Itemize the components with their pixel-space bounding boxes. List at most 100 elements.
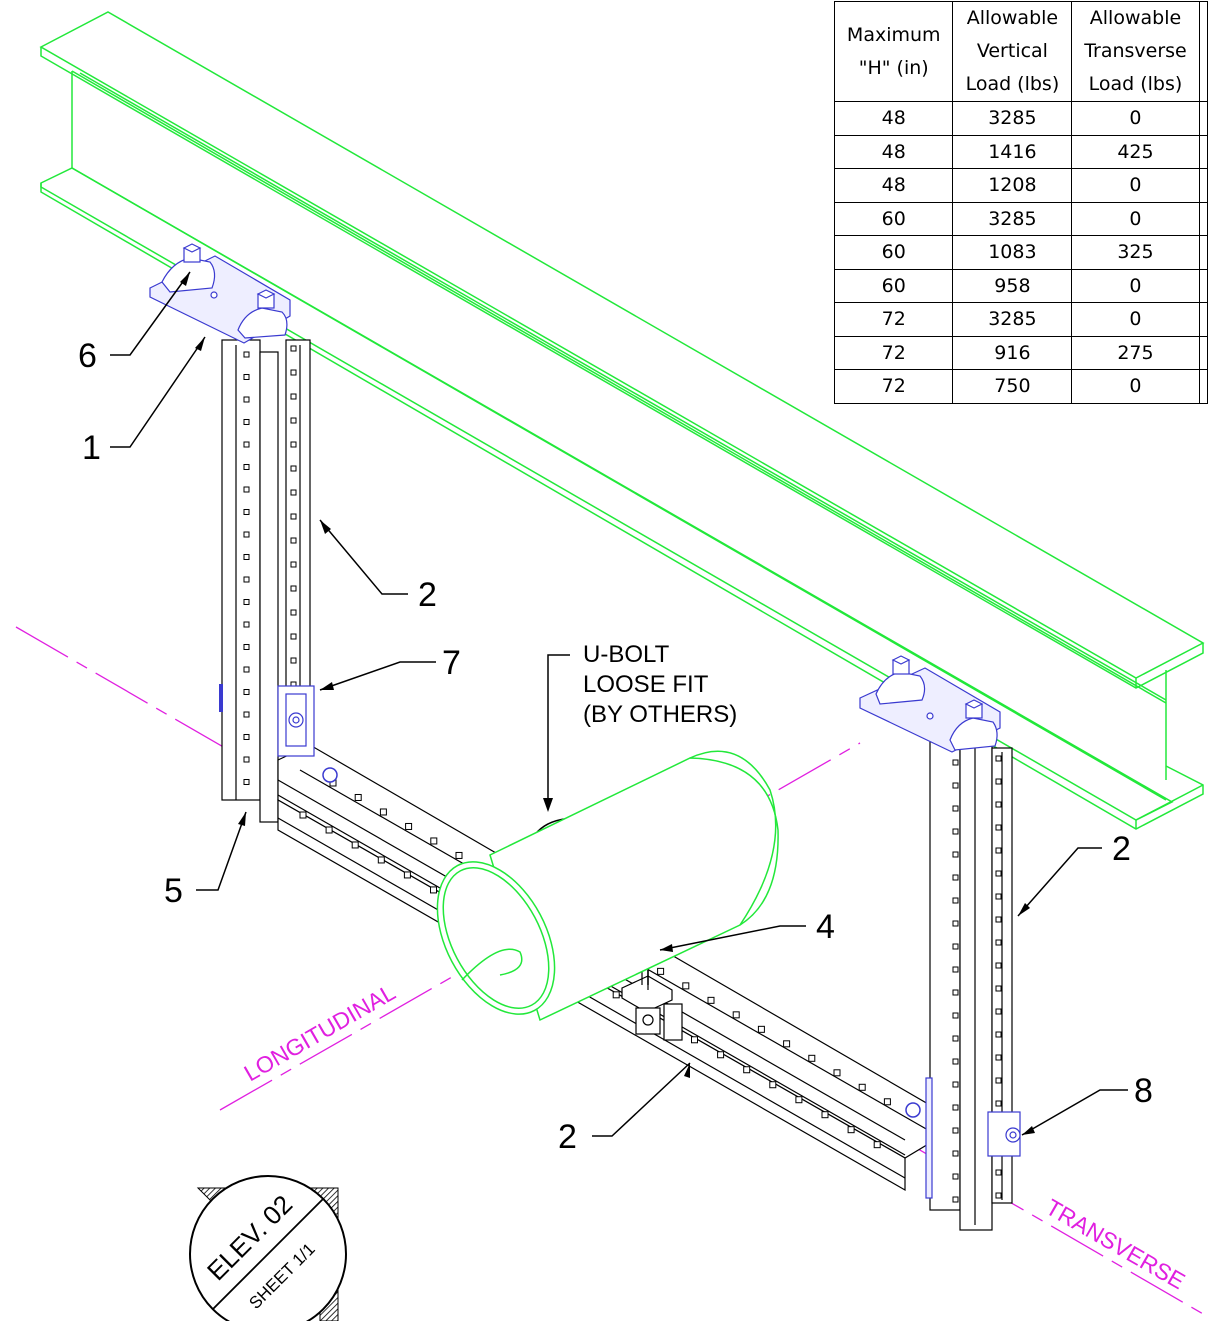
- callout-1: 1: [82, 429, 101, 467]
- strut-slot: [243, 756, 250, 763]
- strut-slot: [290, 489, 297, 496]
- header-vertical-load: Allowable Vertical Load (lbs): [952, 1, 1073, 102]
- table-cell: 48: [833, 168, 954, 203]
- callout-7: 7: [442, 644, 461, 682]
- table-cell: 1416: [952, 134, 1073, 169]
- table-cell: 60: [833, 235, 954, 270]
- table-cell: 0: [1071, 168, 1200, 203]
- strut-slot: [243, 509, 250, 515]
- right-corner-fitting: [925, 1077, 1021, 1199]
- table-cell-extra: [1198, 335, 1208, 370]
- strut-slot: [405, 822, 413, 830]
- header-transverse-load: Allowable Transverse Load (lbs): [1071, 1, 1200, 102]
- right-beam-clamp-2: [949, 699, 998, 751]
- callout-2-bottom: 2: [558, 1118, 577, 1156]
- strut-slot: [290, 609, 297, 616]
- strut-slot: [952, 966, 959, 973]
- table-cell: 48: [833, 134, 954, 169]
- left-strut-side-bracket: [219, 684, 223, 712]
- table-cell-extra: [1198, 268, 1208, 303]
- load-table: Maximum "H" (in) Allowable Vertical Load…: [833, 1, 1208, 404]
- header-max-h: Maximum "H" (in): [833, 1, 954, 102]
- strut-slot: [682, 982, 690, 990]
- table-cell: 3285: [952, 101, 1073, 136]
- strut-slot: [430, 837, 438, 845]
- strut-slot: [290, 657, 297, 664]
- elevation-marker: ELEV. 02 SHEET 1/1: [189, 1175, 347, 1321]
- strut-slot: [243, 531, 250, 538]
- strut-slot: [243, 374, 250, 380]
- strut-slot: [952, 989, 959, 996]
- strut-slot: [952, 805, 959, 812]
- right-beam-clamp-1: [875, 655, 926, 705]
- u-bolt-note-line-3: (BY OTHERS): [583, 701, 737, 728]
- strut-slot: [351, 841, 359, 849]
- table-cell-extra: [1198, 101, 1208, 136]
- strut-slot: [243, 486, 250, 493]
- strut-slot: [952, 1012, 959, 1019]
- load-table-header-row: Maximum "H" (in) Allowable Vertical Load…: [833, 1, 1208, 102]
- table-cell: 0: [1071, 101, 1200, 136]
- strut-slot: [243, 666, 250, 673]
- strut-slot: [243, 779, 250, 785]
- strut-slot: [995, 1054, 1002, 1061]
- strut-slot: [455, 851, 463, 859]
- strut-slot: [707, 996, 715, 1004]
- strut-slot: [757, 1025, 765, 1033]
- left-beam-clamp-2: [237, 289, 288, 339]
- strut-slot: [952, 897, 959, 904]
- strut-slot: [995, 939, 1002, 946]
- table-cell: 60: [833, 201, 954, 236]
- strut-slot: [952, 1035, 959, 1042]
- strut-slot: [995, 985, 1002, 992]
- strut-slot: [379, 808, 387, 816]
- table-cell: 3285: [952, 302, 1073, 337]
- arrowheads: [180, 272, 1035, 1135]
- table-cell: 275: [1071, 335, 1200, 370]
- strut-slot: [325, 826, 333, 834]
- strut-slot: [290, 465, 297, 472]
- table-cell: 3285: [952, 201, 1073, 236]
- table-cell-extra: [1198, 134, 1208, 169]
- transverse-label: TRANSVERSE: [1042, 1194, 1190, 1294]
- left-vertical-strut: [221, 339, 279, 823]
- callout-6: 6: [78, 337, 97, 375]
- strut-slot: [243, 621, 250, 628]
- strut-slot: [290, 369, 297, 376]
- strut-slot: [299, 811, 307, 819]
- strut-slot: [808, 1054, 816, 1062]
- table-cell: 0: [1071, 201, 1200, 236]
- strut-slot: [952, 1150, 959, 1157]
- strut-slot: [290, 561, 297, 568]
- strut-slot: [995, 1031, 1002, 1038]
- table-cell: 72: [833, 369, 954, 404]
- strut-slot: [995, 1077, 1002, 1084]
- strut-slot: [995, 1100, 1002, 1107]
- table-cell: 916: [952, 335, 1073, 370]
- strut-slot: [952, 851, 959, 858]
- strut-slot: [995, 1192, 1002, 1199]
- callout-5: 5: [164, 872, 183, 910]
- strut-slot: [952, 1173, 959, 1180]
- strut-slot: [995, 755, 1002, 762]
- left-back-vertical-strut: [285, 339, 311, 751]
- strut-slot: [290, 441, 297, 448]
- callout-2-left: 2: [418, 576, 437, 614]
- strut-slot: [952, 943, 959, 950]
- table-cell: 48: [833, 101, 954, 136]
- table-cell-extra: [1198, 201, 1208, 236]
- strut-slot: [243, 644, 250, 650]
- strut-slot: [243, 554, 250, 560]
- leader-lines: [110, 271, 1128, 1137]
- strut-slot: [430, 886, 437, 894]
- table-cell: 325: [1071, 235, 1200, 270]
- strut-slot: [243, 419, 250, 425]
- table-cell: 750: [952, 369, 1073, 404]
- table-cell-extra: [1198, 168, 1208, 203]
- u-bolt-note-line-2: LOOSE FIT: [583, 671, 709, 698]
